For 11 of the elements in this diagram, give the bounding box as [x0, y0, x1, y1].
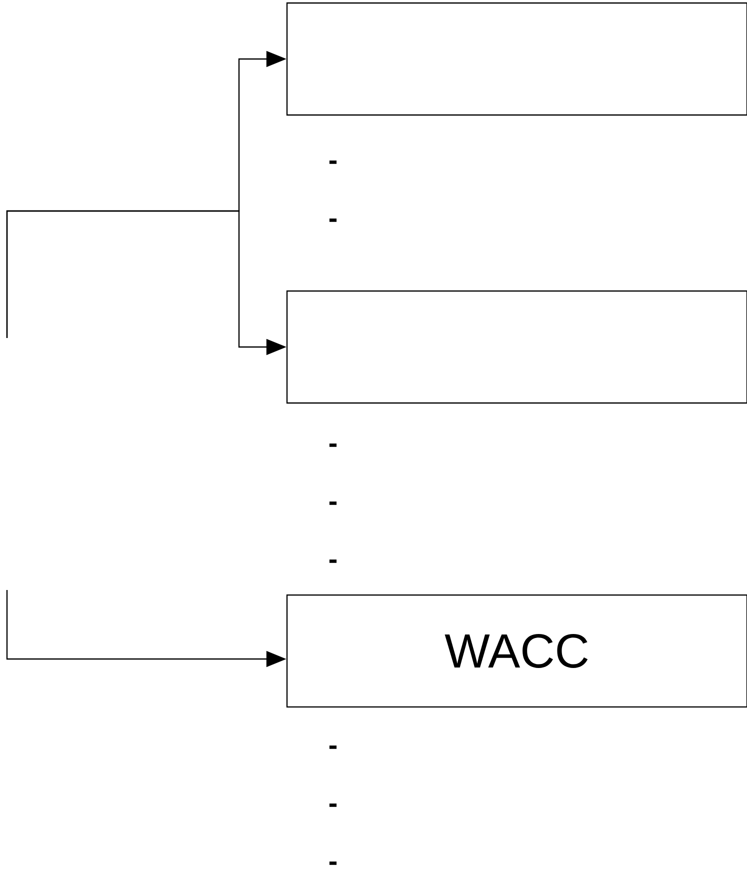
- bullet-dash: -: [329, 444, 337, 447]
- empty-box: [286, 2, 747, 116]
- bullet-dash: -: [329, 218, 337, 222]
- bullet-dash: -: [329, 746, 337, 749]
- empty-box: [286, 290, 747, 404]
- bullet-dash: -: [329, 560, 337, 563]
- text-box: WACC: [286, 594, 747, 708]
- bullet-dash: -: [329, 160, 337, 164]
- bullet-dash: -: [329, 804, 337, 807]
- bullet-dash: -: [329, 862, 337, 865]
- bullet-dash: -: [329, 502, 337, 505]
